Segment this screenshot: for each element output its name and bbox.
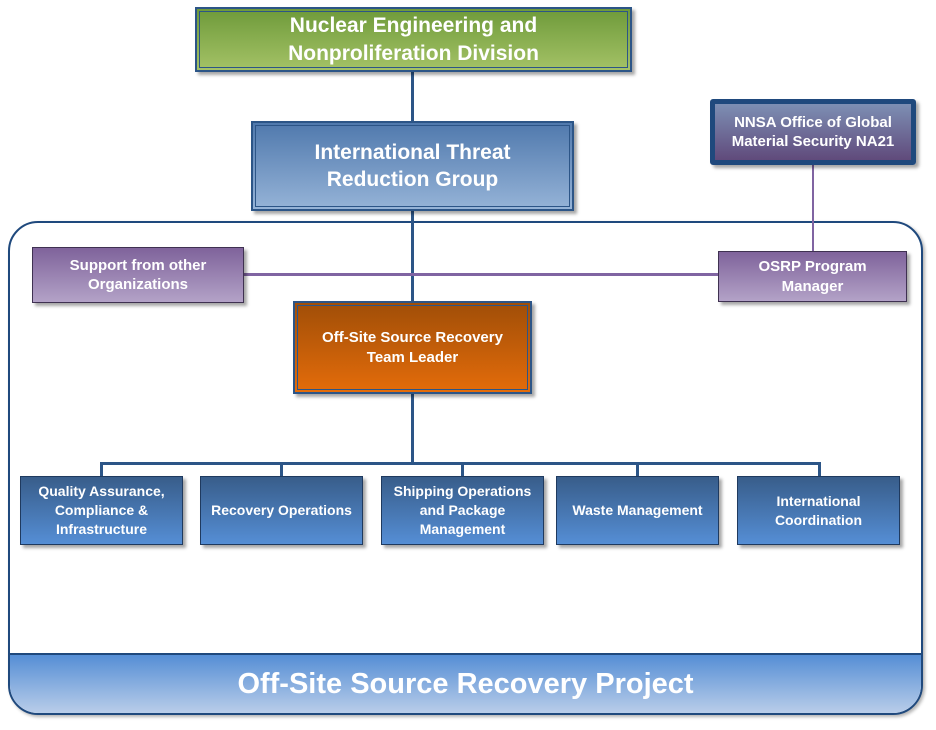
dept-international-coordination: International Coordination: [737, 476, 900, 545]
connector-division-group: [411, 71, 414, 123]
node-support-label: Support from other Organizations: [69, 256, 207, 294]
project-title-banner: Off-Site Source Recovery Project: [10, 653, 921, 713]
dept-waste-management: Waste Management: [556, 476, 719, 545]
project-title: Off-Site Source Recovery Project: [237, 667, 694, 700]
node-group: International Threat Reduction Group: [251, 121, 574, 211]
node-support: Support from other Organizations: [32, 247, 244, 303]
connector-dept-4: [636, 462, 639, 477]
node-program-manager-label: OSRP Program Manager: [758, 258, 867, 295]
connector-leader-departments: [411, 393, 414, 464]
connector-group-leader: [411, 210, 414, 302]
dept-label: International Coordination: [774, 492, 863, 528]
node-division-label: Nuclear Engineering and Nonproliferation…: [288, 14, 539, 65]
node-team-leader: Off-Site Source Recovery Team Leader: [293, 301, 532, 394]
connector-departments-bar: [100, 462, 821, 465]
connector-nnsa-manager: [812, 164, 814, 252]
dept-quality-assurance: Quality Assurance, Compliance & Infrastr…: [20, 476, 183, 545]
node-program-manager: OSRP Program Manager: [718, 251, 907, 302]
dept-label: Recovery Operations: [211, 502, 352, 519]
dept-label: Shipping Operations and Package Manageme…: [393, 483, 532, 537]
node-team-leader-label: Off-Site Source Recovery Team Leader: [322, 329, 503, 366]
connector-dept-2: [280, 462, 283, 477]
dept-label: Waste Management: [572, 502, 703, 519]
connector-dept-1: [100, 462, 103, 477]
node-group-label: International Threat Reduction Group: [314, 140, 511, 191]
connector-support-manager: [244, 273, 719, 276]
dept-recovery-operations: Recovery Operations: [200, 476, 363, 545]
node-nnsa: NNSA Office of Global Material Security …: [710, 99, 916, 165]
connector-dept-3: [461, 462, 464, 477]
node-division: Nuclear Engineering and Nonproliferation…: [195, 7, 632, 72]
connector-dept-5: [818, 462, 821, 477]
dept-shipping-operations: Shipping Operations and Package Manageme…: [381, 476, 544, 545]
node-nnsa-label: NNSA Office of Global Material Security …: [731, 113, 895, 151]
dept-label: Quality Assurance, Compliance & Infrastr…: [38, 483, 165, 537]
